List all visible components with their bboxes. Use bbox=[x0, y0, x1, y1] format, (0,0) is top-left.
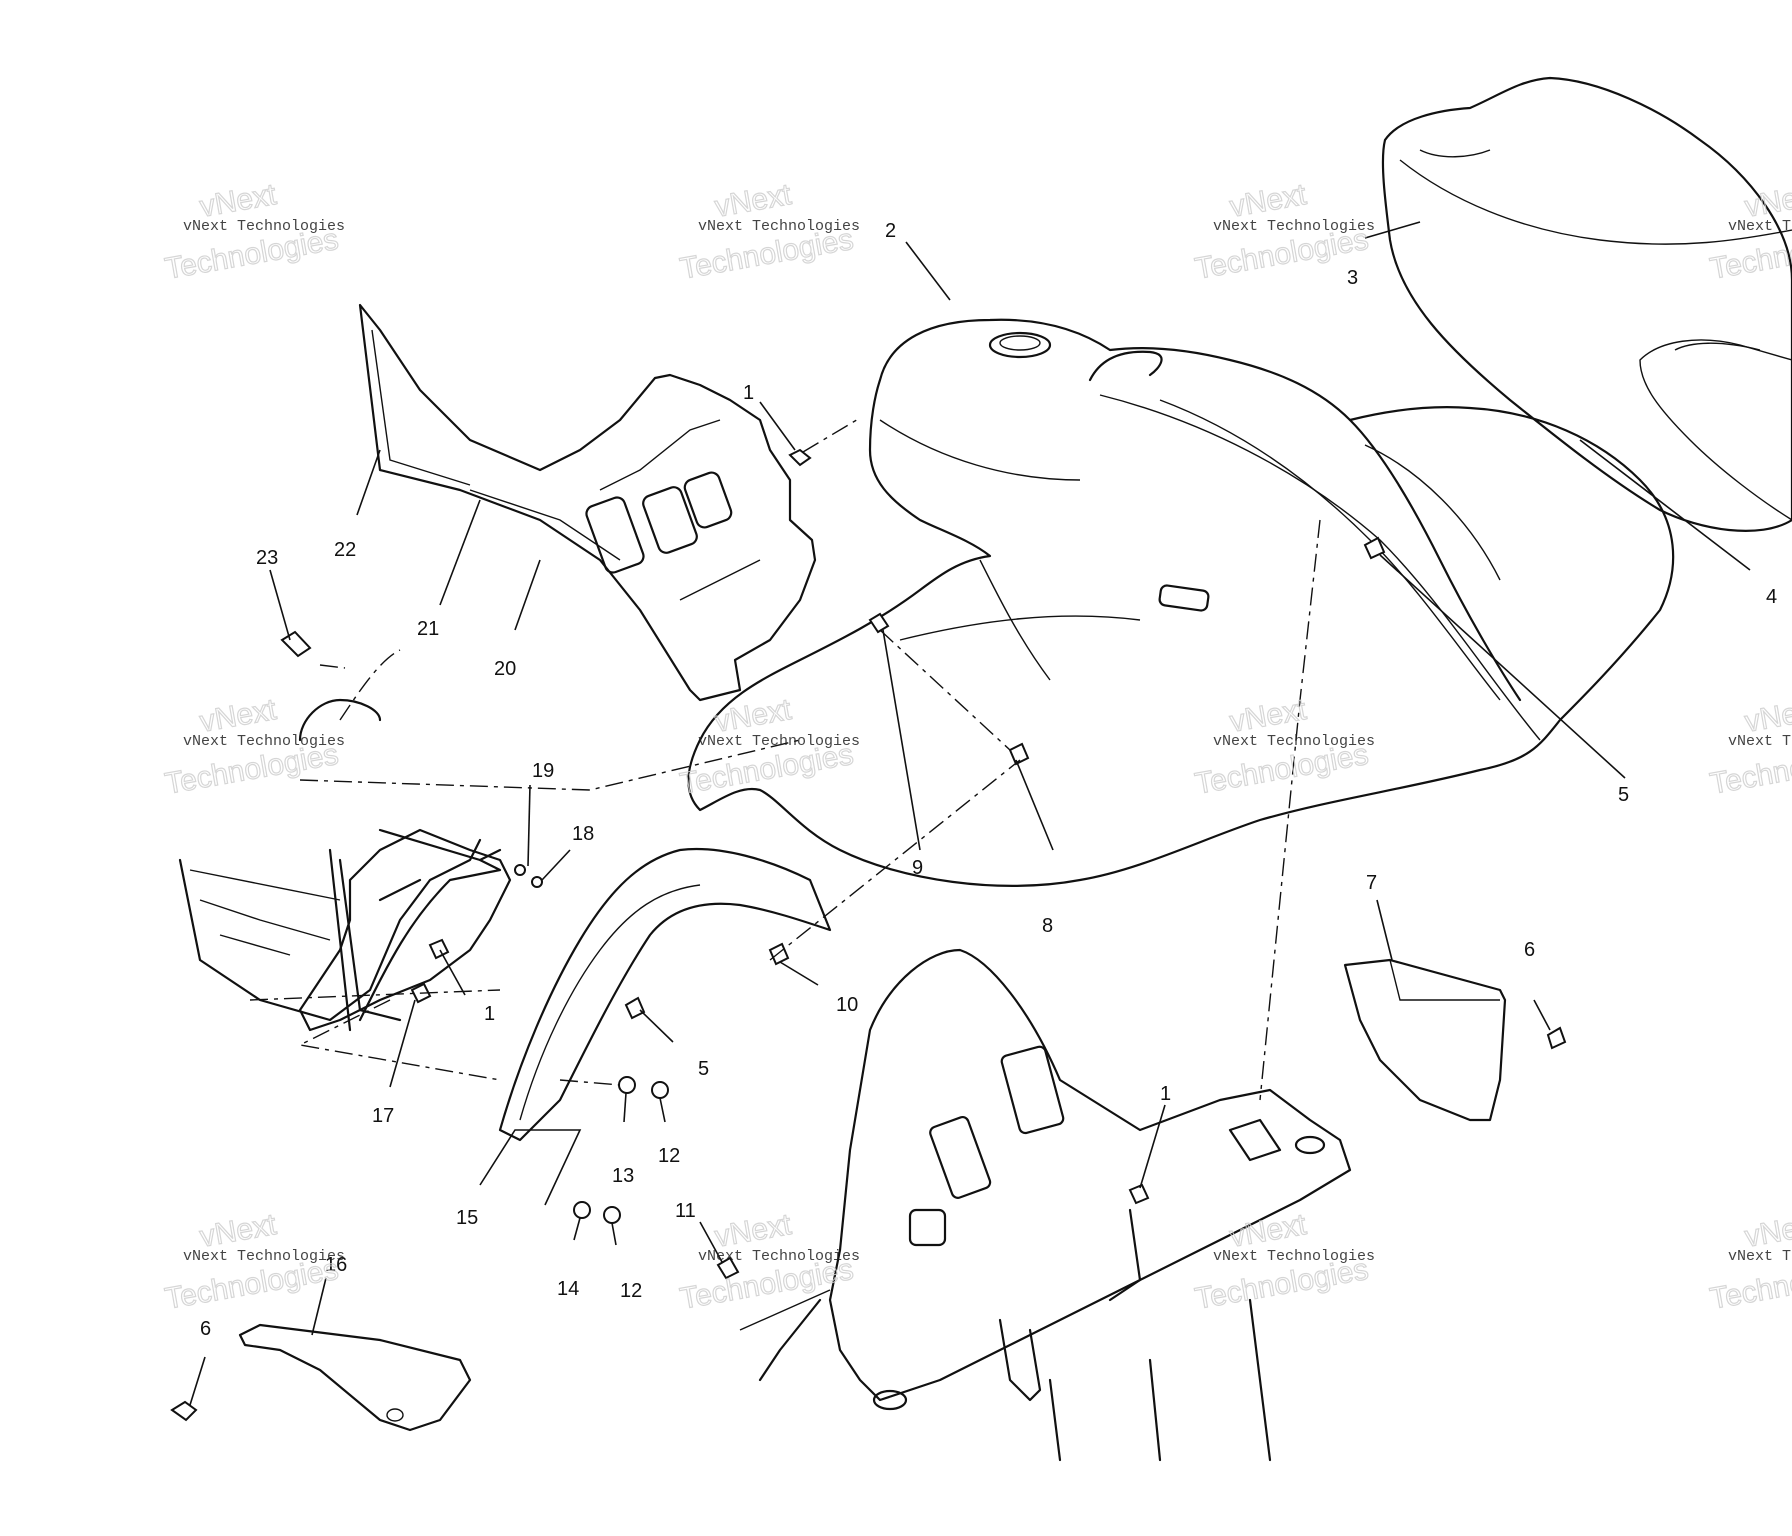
bolt-1c bbox=[1128, 1183, 1150, 1205]
callout-8: 8 bbox=[1042, 915, 1053, 937]
bolt-1a bbox=[788, 448, 812, 467]
watermark: vNext vNext Technologies Technologies bbox=[1707, 692, 1792, 801]
callout-19: 19 bbox=[532, 760, 554, 782]
watermark: vNext vNext Technologies Technologies bbox=[677, 177, 860, 286]
callout-17: 17 bbox=[372, 1105, 394, 1127]
bolt-6b bbox=[1546, 1026, 1567, 1050]
watermark: vNext vNext Technologies Technologies bbox=[162, 1207, 345, 1316]
seat bbox=[1381, 76, 1792, 532]
svg-text:vNext: vNext bbox=[197, 693, 279, 739]
svg-text:vNext Technologies: vNext Technologies bbox=[1213, 733, 1375, 750]
callout-20: 20 bbox=[494, 658, 516, 680]
clip-10 bbox=[768, 942, 790, 966]
svg-text:vNext Technologies: vNext Technologies bbox=[183, 733, 345, 750]
watermark: vNext vNext Technologies Technologies bbox=[162, 177, 345, 286]
watermark: vNext vNext Technologies Technologies bbox=[677, 692, 860, 801]
callout-6a: 6 bbox=[200, 1318, 211, 1340]
callout-1a: 1 bbox=[743, 382, 754, 404]
washer-13 bbox=[618, 1076, 636, 1094]
fastener-19 bbox=[514, 864, 526, 876]
callout-1c: 1 bbox=[1160, 1083, 1171, 1105]
front-bracket bbox=[298, 828, 512, 1032]
callout-3: 3 bbox=[1347, 267, 1358, 289]
callout-13: 13 bbox=[612, 1165, 634, 1187]
callout-22: 22 bbox=[334, 539, 356, 561]
svg-text:vNext: vNext bbox=[197, 1208, 279, 1254]
callout-9: 9 bbox=[912, 857, 923, 879]
callout-23: 23 bbox=[256, 547, 278, 569]
callout-14: 14 bbox=[557, 1278, 579, 1300]
watermark: vNext vNext Technologies Technologies bbox=[1707, 177, 1792, 286]
callout-11: 11 bbox=[675, 1200, 696, 1222]
assembly-lines bbox=[249, 417, 1321, 1101]
mud-guard bbox=[498, 847, 832, 1142]
svg-text:vNext Technologies: vNext Technologies bbox=[698, 1248, 860, 1265]
svg-text:vNext Technologies: vNext Technologies bbox=[183, 1248, 345, 1265]
bolt-9 bbox=[868, 612, 890, 634]
svg-text:vNext: vNext bbox=[1742, 693, 1792, 739]
bolt-23 bbox=[280, 630, 312, 658]
svg-text:vNext Technologies: vNext Technologies bbox=[698, 733, 860, 750]
svg-text:vNext Technologies: vNext Technologies bbox=[1728, 1248, 1792, 1265]
bolt-1b bbox=[428, 938, 450, 960]
svg-text:vNext: vNext bbox=[712, 1208, 794, 1254]
nut-12a bbox=[651, 1081, 669, 1099]
watermark: vNext vNext Technologies Technologies bbox=[677, 1207, 860, 1316]
rear-fender bbox=[687, 318, 1675, 887]
clip-5b bbox=[624, 996, 646, 1020]
svg-text:vNext: vNext bbox=[1227, 178, 1309, 224]
clip-11 bbox=[716, 1256, 740, 1280]
svg-text:vNext Technologies: vNext Technologies bbox=[1213, 218, 1375, 235]
callout-12b: 12 bbox=[620, 1280, 642, 1302]
callout-numbers: 2 3 4 5 1 22 21 20 23 19 18 1 17 5 10 13… bbox=[200, 220, 1777, 1340]
left-footrest bbox=[178, 698, 502, 1032]
callout-leaders bbox=[189, 221, 1751, 1406]
svg-text:vNext Technologies: vNext Technologies bbox=[698, 218, 860, 235]
callout-10: 10 bbox=[836, 994, 858, 1016]
clip-5a bbox=[1363, 536, 1386, 560]
callout-5b: 5 bbox=[698, 1058, 709, 1080]
callout-15: 15 bbox=[456, 1207, 478, 1229]
callout-6b: 6 bbox=[1524, 939, 1535, 961]
watermark: vNext vNext Technologies Technologies bbox=[1707, 1207, 1792, 1316]
footwell-panel bbox=[358, 303, 817, 702]
side-cover-right bbox=[1343, 958, 1507, 1122]
svg-text:vNext Technologies: vNext Technologies bbox=[183, 218, 345, 235]
fastener-18 bbox=[531, 876, 543, 888]
svg-text:vNext Technologies: vNext Technologies bbox=[1213, 1248, 1375, 1265]
watermark: vNext vNext Technologies Technologies bbox=[1192, 692, 1375, 801]
callout-1b: 1 bbox=[484, 1003, 495, 1025]
side-cover-left bbox=[238, 1323, 472, 1432]
nut-12b bbox=[603, 1206, 621, 1224]
watermark: vNext vNext Technologies Technologies bbox=[1192, 1207, 1375, 1316]
svg-text:vNext: vNext bbox=[197, 178, 279, 224]
callout-18: 18 bbox=[572, 823, 594, 845]
nut-8 bbox=[1008, 742, 1030, 766]
bolt-6a bbox=[170, 1400, 198, 1422]
svg-text:vNext: vNext bbox=[712, 178, 794, 224]
washer-14 bbox=[573, 1201, 591, 1219]
svg-text:vNext: vNext bbox=[1742, 1208, 1792, 1254]
frame bbox=[739, 948, 1352, 1462]
callout-12a: 12 bbox=[658, 1145, 680, 1167]
callout-21: 21 bbox=[417, 618, 439, 640]
svg-text:vNext: vNext bbox=[712, 693, 794, 739]
svg-text:vNext Technologies: vNext Technologies bbox=[1728, 218, 1792, 235]
callout-7: 7 bbox=[1366, 872, 1377, 894]
hardware bbox=[170, 448, 1567, 1422]
callout-2: 2 bbox=[885, 220, 896, 242]
svg-text:vNext Technologies: vNext Technologies bbox=[1728, 733, 1792, 750]
callout-5a: 5 bbox=[1618, 784, 1629, 806]
callout-16: 16 bbox=[325, 1254, 347, 1276]
svg-text:vNext: vNext bbox=[1227, 1208, 1309, 1254]
callout-4: 4 bbox=[1766, 586, 1777, 608]
